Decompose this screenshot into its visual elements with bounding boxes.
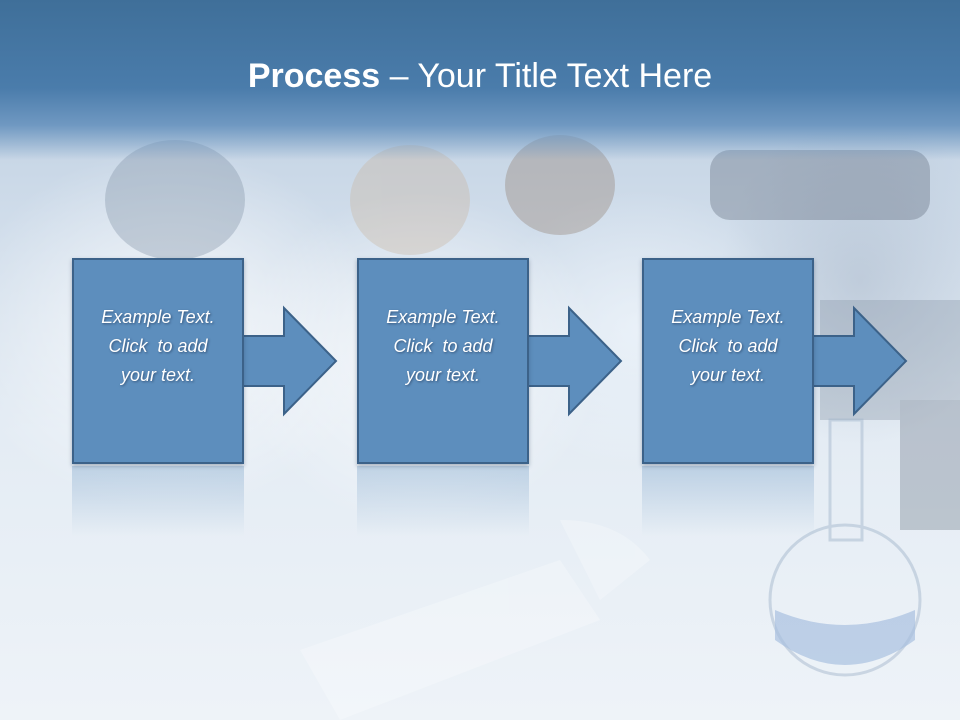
- arrow-right-icon: [522, 305, 623, 417]
- title-rest-part: – Your Title Text Here: [380, 57, 713, 95]
- step-3-line-3: your text.: [690, 364, 766, 385]
- step-1-line-2: Click to add: [108, 335, 208, 356]
- process-step-1[interactable]: Example Text. Click to add your text.: [72, 258, 244, 464]
- step-1-line-1: Example Text.: [101, 306, 215, 327]
- title-banner: [0, 0, 960, 160]
- step-3-text: Example Text. Click to add your text.: [648, 303, 808, 390]
- step-2-line-1: Example Text.: [386, 306, 500, 327]
- step-2-line-2: Click to add: [393, 335, 493, 356]
- step-3-line-1: Example Text.: [671, 306, 785, 327]
- step-2-text: Example Text. Click to add your text.: [363, 303, 523, 390]
- step-3-reflection: [642, 466, 814, 536]
- step-1-line-3: your text.: [120, 364, 196, 385]
- step-2-reflection: [357, 466, 529, 536]
- arrow-right-icon: [237, 305, 338, 417]
- arrow-right-icon: [807, 305, 908, 417]
- slide-title[interactable]: Process – Your Title Text Here: [0, 54, 960, 98]
- process-step-3[interactable]: Example Text. Click to add your text.: [642, 258, 814, 464]
- step-2-line-3: your text.: [405, 364, 481, 385]
- step-1-reflection: [72, 466, 244, 536]
- step-3-line-2: Click to add: [678, 335, 778, 356]
- step-1-text: Example Text. Click to add your text.: [78, 303, 238, 390]
- title-bold-part: Process: [247, 57, 381, 95]
- process-step-2[interactable]: Example Text. Click to add your text.: [357, 258, 529, 464]
